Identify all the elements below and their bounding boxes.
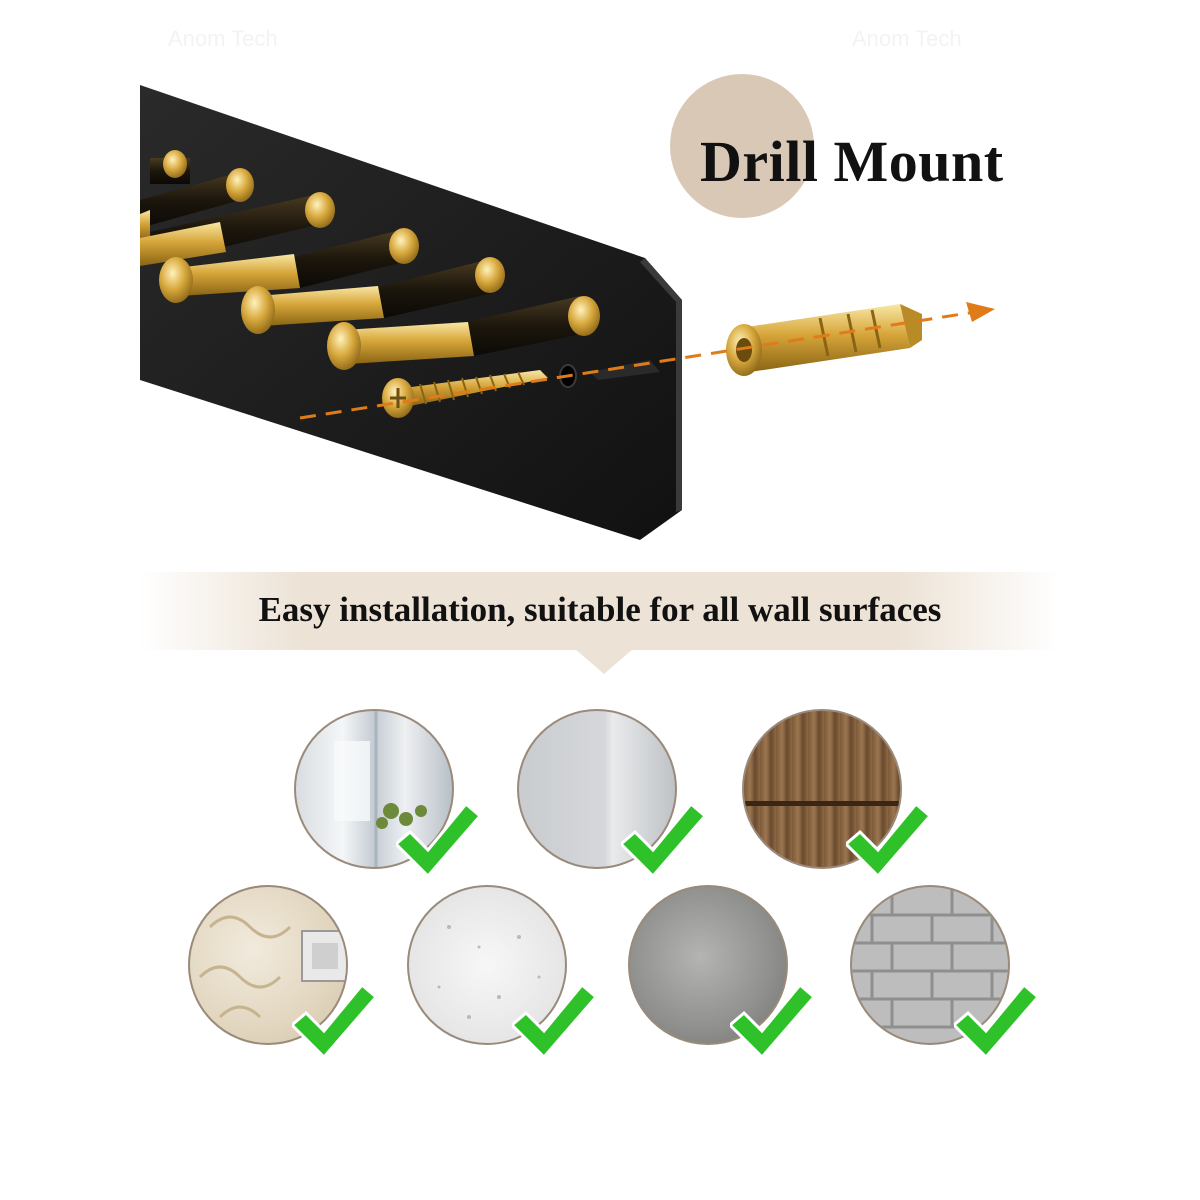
check-icon	[292, 985, 376, 1057]
key-rack-illustration	[140, 85, 995, 540]
brass-pins	[140, 150, 600, 370]
surface-painted-wall	[517, 709, 677, 869]
rack-board	[140, 85, 682, 540]
installation-tagline: Easy installation, suitable for all wall…	[258, 590, 942, 629]
check-icon	[730, 985, 814, 1057]
surface-wallpaper	[188, 885, 348, 1045]
installation-banner	[140, 572, 1060, 650]
surface-white-plaster	[407, 885, 567, 1045]
check-icon	[846, 804, 930, 876]
surface-concrete	[628, 885, 788, 1045]
title-badge-circle	[670, 74, 814, 218]
watermark-right: Anom Tech	[852, 26, 962, 51]
surface-wood-panel	[742, 709, 902, 869]
wall-anchor	[726, 304, 922, 376]
drill-mount-title: Drill Mount	[700, 129, 1004, 194]
check-icon	[396, 804, 480, 876]
install-direction-arrow	[299, 302, 995, 420]
check-icon	[621, 804, 705, 876]
surface-brick	[850, 885, 1010, 1045]
check-icon	[512, 985, 596, 1057]
banner-pointer	[574, 648, 634, 674]
surface-glass-cabinet	[294, 709, 454, 869]
check-icon	[954, 985, 1038, 1057]
watermark-left: Anom Tech	[168, 26, 278, 51]
